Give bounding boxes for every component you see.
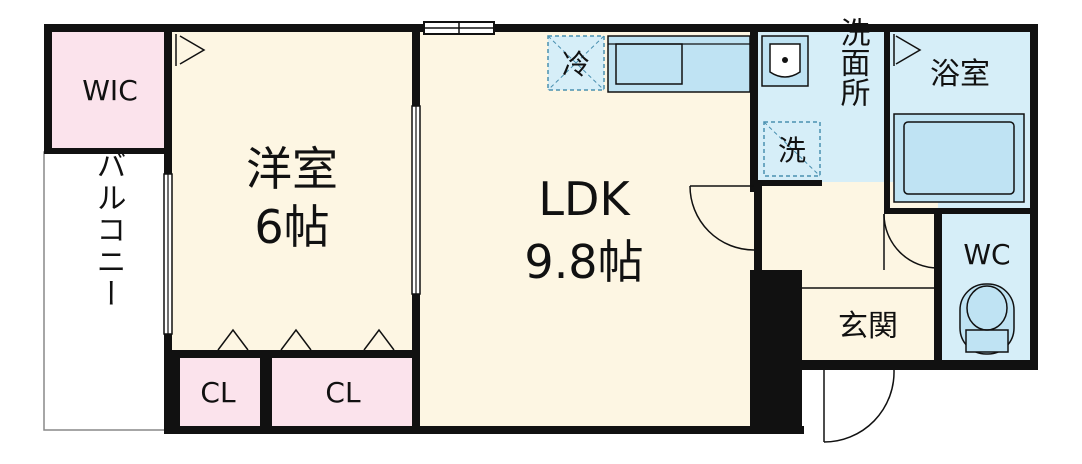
bathtub: [893, 113, 1025, 203]
sliding-door-ldk: [411, 105, 421, 295]
wic-label: WIC: [82, 74, 138, 107]
closet-left-floor: [176, 356, 264, 428]
kitchen-counter: [607, 35, 751, 93]
ldk-name: LDK: [538, 172, 631, 226]
walls: [44, 24, 1038, 434]
sliding-door-balcony: [163, 173, 173, 335]
balcony-label: バルコニー: [91, 150, 126, 310]
fridge-label: 冷: [562, 48, 590, 81]
western-room-floor: [168, 30, 416, 354]
western-room-name: 洋室: [246, 142, 338, 196]
closet-right-floor: [270, 356, 416, 428]
entrance-label: 玄関: [838, 309, 898, 344]
wic-floor: [50, 30, 168, 152]
vanity-sink: [761, 35, 809, 87]
window-top: [423, 21, 495, 35]
closet-door-icons: [217, 328, 395, 351]
washer-label: 洗: [778, 134, 806, 167]
entrance-floor: [802, 288, 938, 360]
washroom-label: 洗面所: [835, 17, 871, 107]
washroom-door: [883, 213, 939, 270]
ldk-floor: [420, 30, 754, 430]
ldk-door: [689, 185, 755, 251]
toilet: [959, 283, 1015, 355]
wc-label: WC: [963, 238, 1010, 271]
fridge-space: [547, 35, 605, 91]
bath-label: 浴室: [930, 57, 990, 92]
wic-door-icon: [175, 34, 206, 66]
bath-door-icon: [893, 34, 922, 66]
western-room-size: 6帖: [254, 200, 329, 254]
balcony-area: [43, 151, 171, 431]
closet-right-label: CL: [325, 376, 361, 409]
ldk-size: 9.8帖: [524, 235, 643, 289]
washer-space: [763, 121, 821, 177]
front-door: [823, 369, 895, 443]
closet-left-label: CL: [200, 376, 236, 409]
